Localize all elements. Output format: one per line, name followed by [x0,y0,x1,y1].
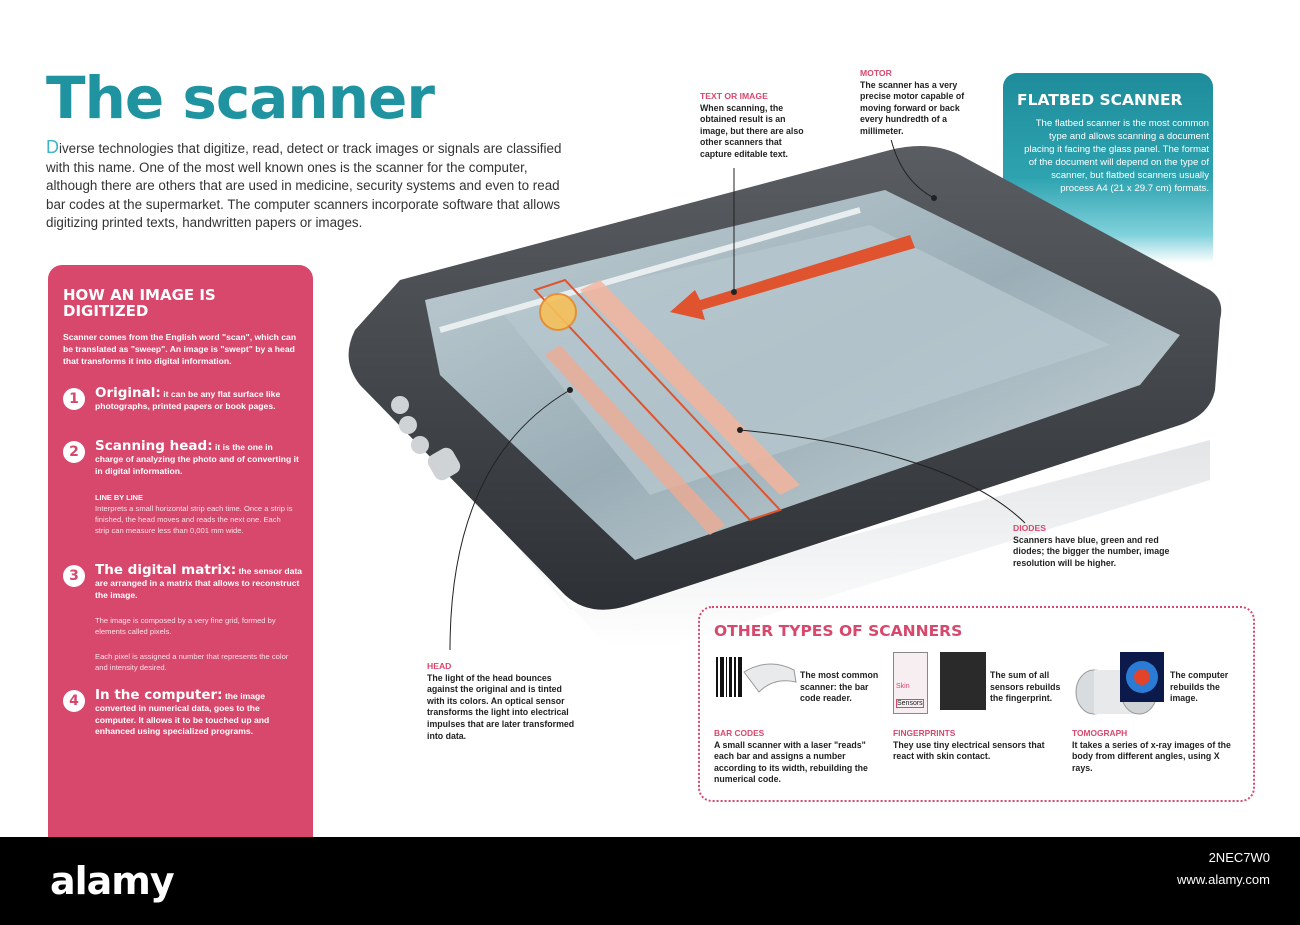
motion-arrow [670,235,915,320]
page-title: The scanner [46,64,435,132]
callout-text: The light of the head bounces against th… [427,672,575,741]
callout-diodes: DIODES Scanners have blue, green and red… [1013,523,1178,569]
callout-motor: MOTOR The scanner has a very precise mot… [860,68,965,138]
line-by-line-text: Interprets a small horizontal strip each… [95,504,293,535]
step-heading: Scanning head: [95,438,213,454]
scanner-rail [439,207,861,333]
footer-logo: alamy [50,859,175,903]
barcode-text: A small scanner with a laser "reads" eac… [714,739,868,785]
step-heading: Original: [95,385,161,401]
callout-text: Scanners have blue, green and red diodes… [1013,534,1170,568]
flatbed-text: The flatbed scanner is the most common t… [1024,118,1209,194]
scanner-tray [500,225,1110,495]
footer-bar: alamy 2NEC7W0 www.alamy.com [0,837,1300,925]
tomograph-heading: TOMOGRAPH [1072,728,1128,738]
callout-text: The scanner has a very precise motor cap… [860,79,965,136]
matrix-note-2: Each pixel is assigned a number that rep… [95,652,289,672]
footer-image-id: 2NEC7W0 [1208,850,1270,865]
tomograph-image [1075,652,1164,715]
barcode-heading: BAR CODES [714,728,765,738]
fingerprint-text: They use tiny electrical sensors that re… [893,739,1045,762]
footer-image-info: 2NEC7W0 www.alamy.com [1177,847,1270,891]
tomograph-description: TOMOGRAPH It takes a series of x-ray ima… [1072,728,1242,774]
fingerprint-description: FINGERPRINTS They use tiny electrical se… [893,728,1063,763]
sensors-label: Sensors [896,699,924,708]
step-heading: The digital matrix: [95,562,237,578]
barcode-description: BAR CODES A small scanner with a laser "… [714,728,884,786]
callout-head: HEAD The light of the head bounces again… [427,661,575,742]
callout-line-diodes [739,429,1026,524]
step-number: 1 [63,388,85,410]
intro-paragraph: Diverse technologies that digitize, read… [46,138,566,233]
matrix-note-1: The image is composed by a very fine gri… [95,616,276,636]
callout-text-or-image: TEXT OR IMAGE When scanning, the obtaine… [700,91,810,161]
step-number: 3 [63,565,85,587]
callout-text: When scanning, the obtained result is an… [700,102,804,159]
callout-title: HEAD [427,661,452,671]
how-digitized-panel: How an image is digitized Scanner comes … [48,265,313,837]
flatbed-title: FLATBED SCANNER [1017,91,1183,109]
fingerprint-image [940,652,986,710]
intro-dropcap: D [46,137,59,157]
fingerprint-caption: The sum of all sensors rebuilds the fing… [990,670,1061,703]
barcode-caption: The most common scanner: the bar code re… [800,670,879,703]
step-text: it is the one in charge of analyzing the… [95,442,299,476]
how-digitized-title: How an image is digitized [63,286,216,320]
lens-circle [539,293,577,331]
barcode-reader-image [716,657,797,697]
step-number: 2 [63,441,85,463]
step-text: the image converted in numerical data, g… [95,691,270,737]
fingerprint-heading: FINGERPRINTS [893,728,956,738]
scanning-head-frame [533,278,782,522]
callout-title: TEXT OR IMAGE [700,91,768,101]
skin-label: Skin [896,683,910,690]
callout-title: MOTOR [860,68,892,78]
scanner-buttons [391,396,461,481]
line-by-line-title: Line by line [95,493,143,502]
callout-line-motor [890,140,935,199]
other-scanners-box: OTHER TYPES OF SCANNERS The most common … [698,606,1255,802]
other-scanners-title: OTHER TYPES OF SCANNERS [714,622,963,640]
callout-title: DIODES [1013,523,1046,533]
line-by-line-note: Line by line Interprets a small horizont… [95,492,295,536]
step-heading: In the computer: [95,687,223,703]
scanner-illustration [348,140,1222,651]
intro-text: iverse technologies that digitize, read,… [46,141,562,231]
callout-line-head [449,389,571,651]
tomograph-caption: The computer rebuilds the image. [1170,670,1229,703]
scanner-base [370,370,1210,649]
step-text: the sensor data are arranged in a matrix… [95,566,303,600]
scanning-head-strip [580,280,800,495]
how-digitized-lead: Scanner comes from the English word "sca… [63,332,297,366]
step-text: it can be any flat surface like photogra… [95,389,281,411]
step-number: 4 [63,690,85,712]
skin-sensor-diagram: Skin Sensors [893,652,928,714]
footer-url: www.alamy.com [1177,872,1270,887]
diode-strip [545,345,725,535]
tomograph-text: It takes a series of x-ray images of the… [1072,739,1231,773]
